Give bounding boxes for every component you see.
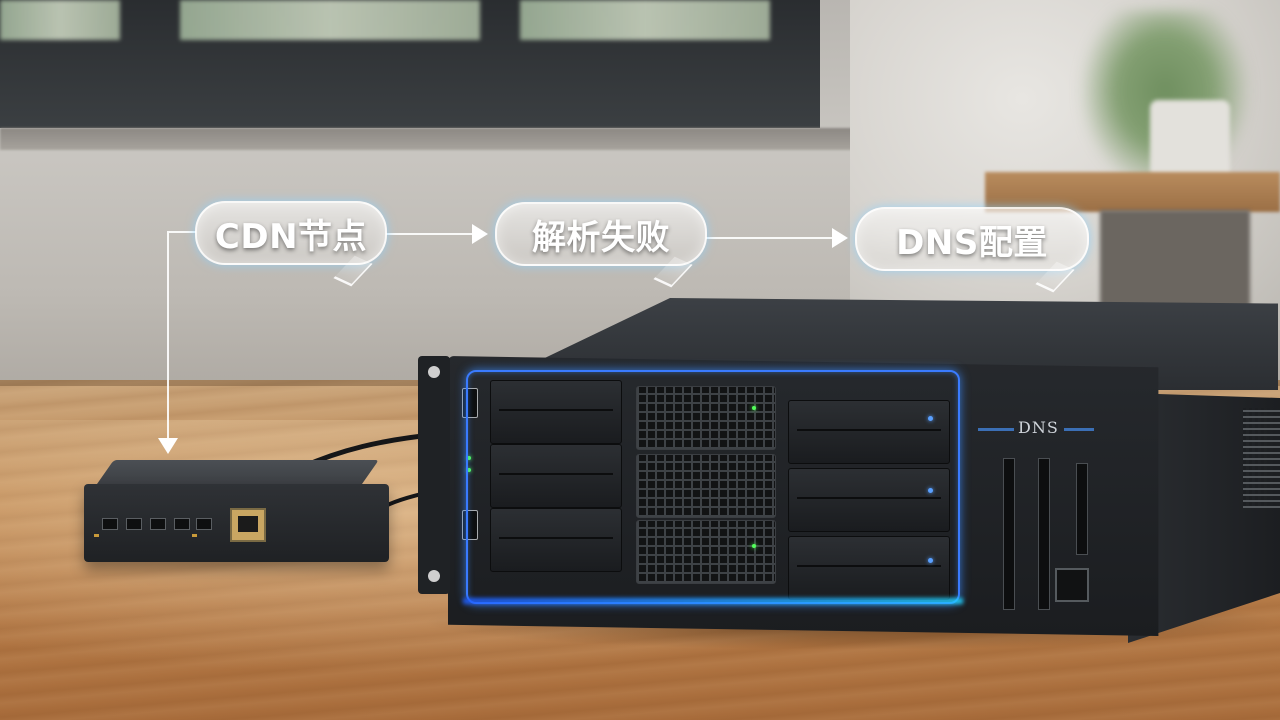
plant-pot — [1150, 100, 1230, 180]
activity-led — [928, 558, 933, 563]
switch-front-panel — [84, 484, 389, 562]
side-vent-grille — [1243, 408, 1280, 508]
callout-cdn-node: CDN节点 — [195, 201, 387, 287]
switch-port — [126, 518, 142, 530]
switch-port — [196, 518, 212, 530]
background-window — [0, 0, 820, 128]
server-dns-label: DNS — [1018, 418, 1059, 437]
power-button-icon[interactable] — [1055, 568, 1089, 602]
rack-screw-hole — [428, 366, 440, 378]
window-pane — [180, 0, 480, 40]
drive-bay[interactable] — [490, 380, 622, 444]
drive-bay[interactable] — [788, 468, 950, 532]
drive-bay-vent — [636, 520, 776, 584]
drive-bay-vent — [636, 386, 776, 450]
port-led — [192, 534, 197, 537]
status-led — [752, 406, 756, 410]
rack-server: DNS — [418, 298, 1280, 643]
drive-bay[interactable] — [788, 400, 950, 464]
status-led — [752, 544, 756, 548]
callout-cdn-node-label: CDN节点 — [214, 216, 368, 257]
control-slot — [1003, 458, 1015, 610]
window-sill — [0, 128, 860, 150]
label-underline — [978, 428, 1014, 431]
window-pane — [0, 0, 120, 40]
network-switch — [84, 460, 389, 562]
drive-bay[interactable] — [490, 444, 622, 508]
switch-port — [174, 518, 190, 530]
activity-led — [928, 416, 933, 421]
control-slot — [1076, 463, 1088, 555]
rack-ear — [418, 356, 450, 594]
label-underline — [1064, 428, 1094, 431]
callout-resolve-failed-label: 解析失败 — [532, 217, 670, 258]
drive-bay[interactable] — [788, 536, 950, 600]
window-pane — [520, 0, 770, 40]
drive-bay[interactable] — [490, 508, 622, 572]
status-led — [467, 468, 471, 472]
switch-port — [150, 518, 166, 530]
front-glow-strip — [463, 598, 963, 604]
switch-port — [102, 518, 118, 530]
callout-dns-config-label: DNS配置 — [896, 222, 1048, 263]
callout-resolve-failed: 解析失败 — [495, 202, 707, 288]
drive-bay-vent — [636, 454, 776, 518]
callout-dns-config: DNS配置 — [855, 207, 1089, 293]
rj45-port-icon — [230, 508, 266, 542]
control-slot — [1038, 458, 1050, 610]
activity-led — [928, 488, 933, 493]
rack-screw-hole — [428, 570, 440, 582]
status-led — [467, 456, 471, 460]
background-table — [985, 172, 1280, 212]
port-led — [94, 534, 99, 537]
